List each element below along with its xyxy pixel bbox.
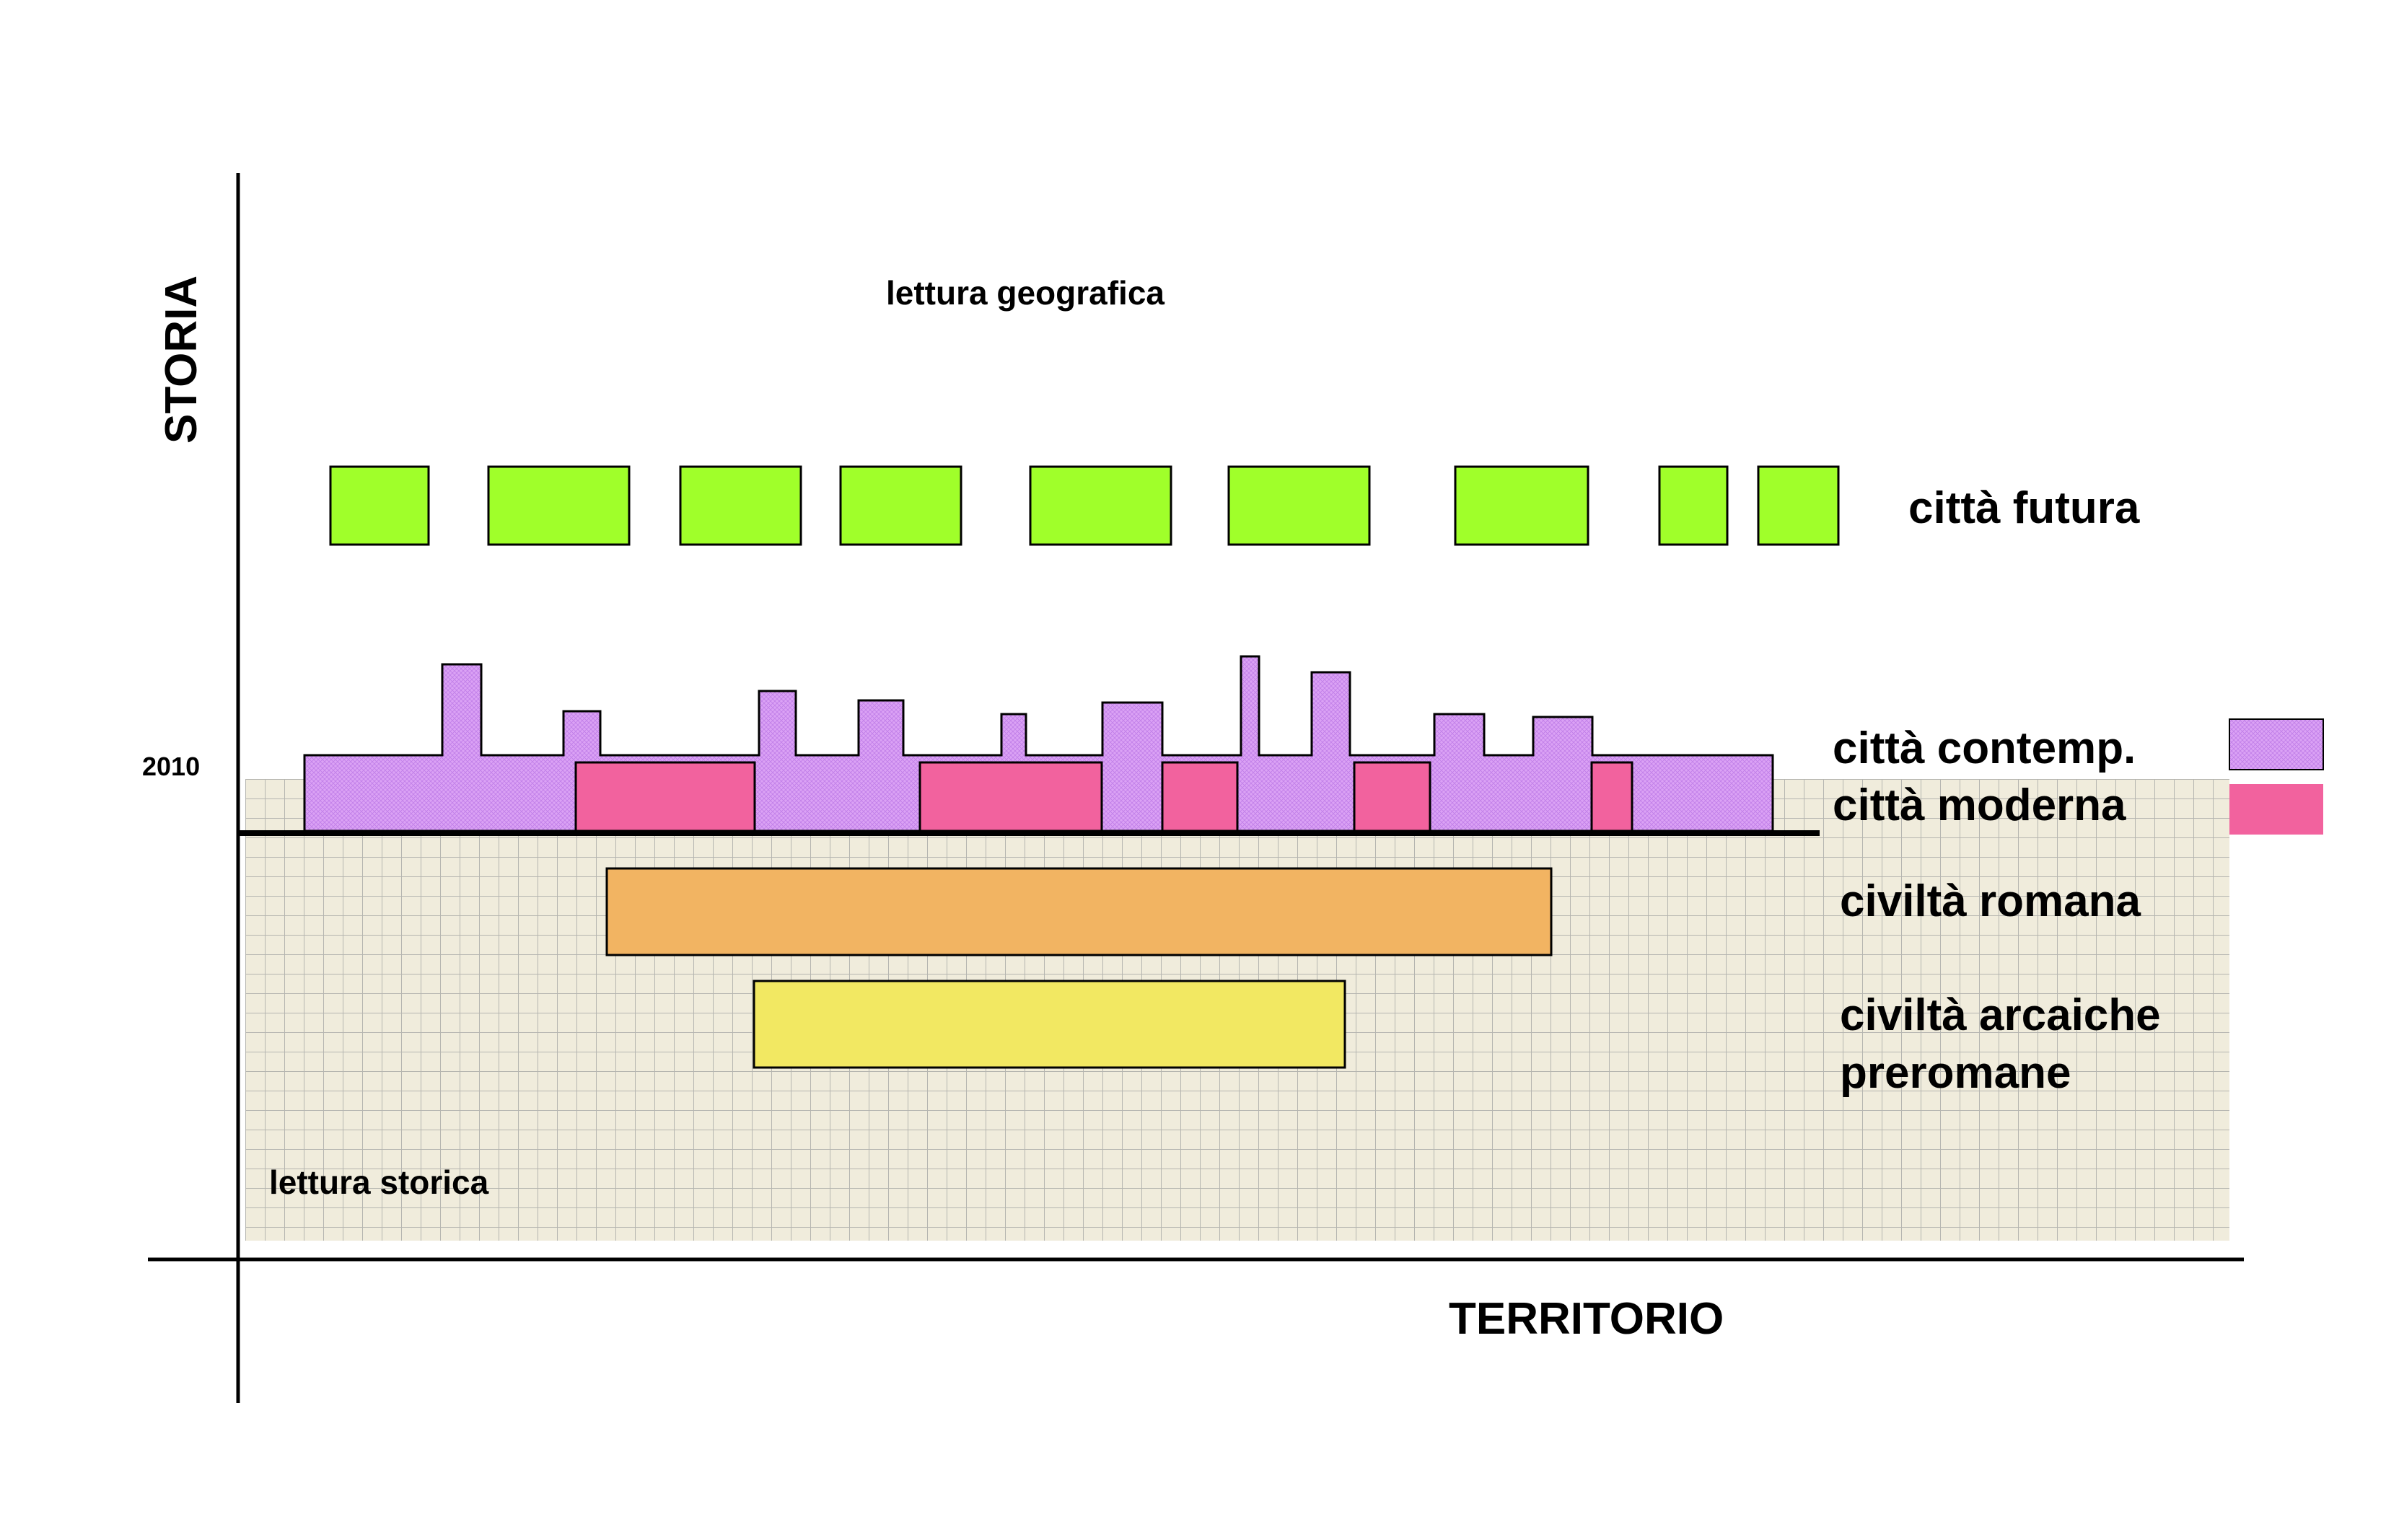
geographic-reading-label: lettura geografica	[886, 274, 1165, 312]
modern-city-label: città moderna	[1833, 780, 2126, 830]
y-axis-label: STORIA	[157, 276, 206, 444]
future-block	[487, 465, 631, 546]
x-axis-label: TERRITORIO	[1449, 1294, 1724, 1344]
modern-segment	[574, 761, 756, 832]
future-block	[329, 465, 430, 546]
legend-modern-swatch	[2229, 784, 2323, 835]
future-block	[1454, 465, 1589, 546]
modern-segment	[1353, 761, 1431, 832]
future-block	[839, 465, 962, 546]
archaic-civilization-label-line1: civiltà arcaiche	[1840, 990, 2161, 1040]
future-city-blocks	[329, 465, 1840, 546]
contemporary-city-label: città contemp.	[1833, 723, 2136, 773]
archaic-civilization-label-line2: preromane	[1840, 1048, 2071, 1098]
modern-segment	[1590, 761, 1633, 832]
roman-civilization-bar	[605, 867, 1553, 956]
modern-segment	[918, 761, 1103, 832]
future-block	[679, 465, 802, 546]
future-block	[1757, 465, 1840, 546]
legend-contemporary-swatch	[2229, 718, 2324, 770]
future-block	[1227, 465, 1371, 546]
future-block	[1029, 465, 1172, 546]
modern-city-band	[574, 761, 1633, 832]
archaic-civilization-bar	[753, 980, 1346, 1069]
year-label: 2010	[142, 752, 200, 781]
historic-reading-label: lettura storica	[269, 1163, 489, 1201]
modern-segment	[1161, 761, 1239, 832]
future-block	[1658, 465, 1729, 546]
roman-civilization-label: civiltà romana	[1840, 876, 2141, 926]
future-city-label: città futura	[1908, 483, 2140, 533]
